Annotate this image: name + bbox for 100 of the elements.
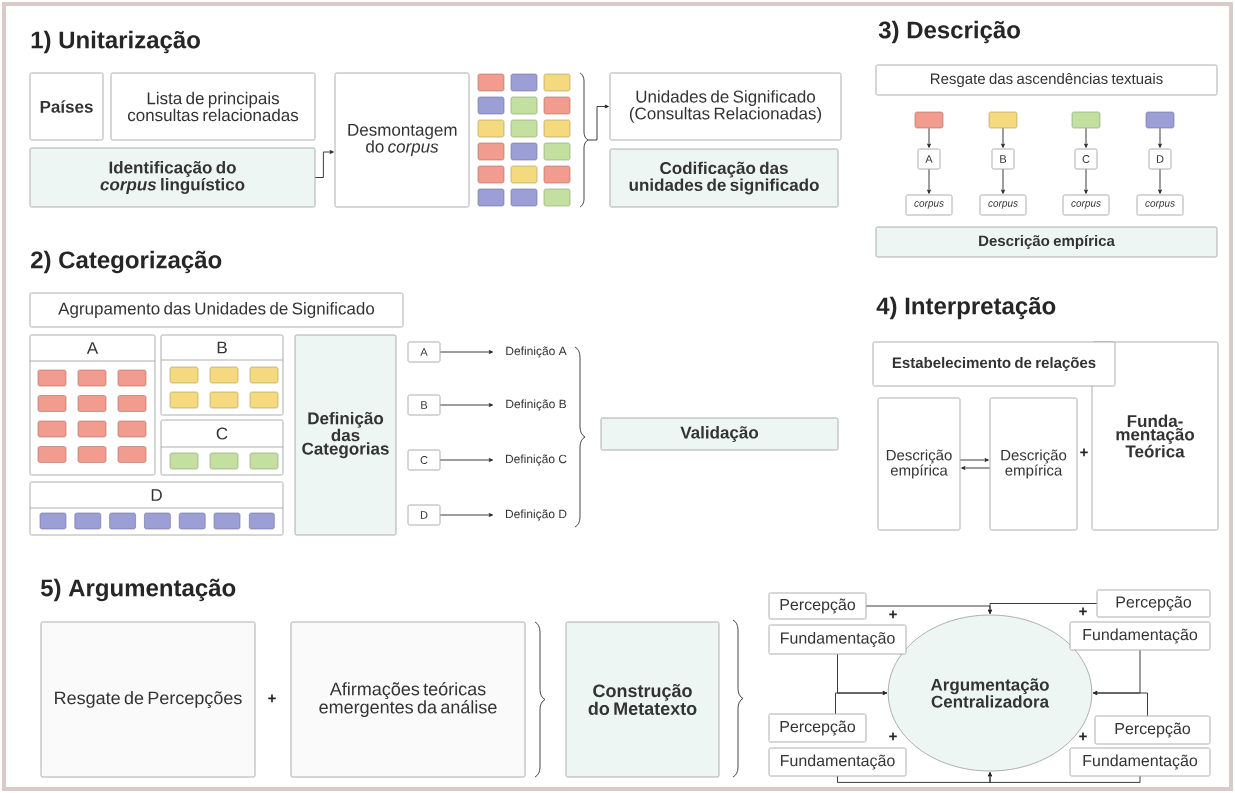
color-note: [37, 420, 67, 438]
arrow: [1084, 168, 1088, 194]
arrow: [1001, 127, 1005, 148]
plus-sign: +: [268, 694, 276, 703]
color-note: [543, 73, 571, 92]
highlight-box: Identificação do corpus linguístico: [29, 147, 316, 208]
definition-text: Definição D: [506, 509, 567, 521]
text-box: Percepção: [1096, 589, 1211, 618]
color-note: [77, 446, 107, 463]
text-box: Unidades de Significado (Consultas Relacionadas): [609, 72, 842, 141]
color-note: [117, 420, 147, 438]
section-title: 4) Interpretação: [876, 296, 1056, 320]
arrow: [927, 127, 931, 148]
arrow: [988, 772, 1141, 783]
text-box: Percepção: [1094, 715, 1211, 745]
color-note: [77, 420, 107, 438]
color-note: [37, 446, 67, 463]
letter-box: B: [407, 394, 441, 416]
arrow: [927, 168, 931, 194]
color-note: [510, 142, 538, 161]
definition-text: Definição B: [506, 399, 567, 411]
corpus-box: corpus: [1062, 194, 1110, 216]
text-box: Resgate das ascendências textuais: [875, 64, 1218, 96]
text-box: Lista de principais consultas relacionadas: [110, 72, 316, 141]
color-note: [209, 452, 239, 470]
color-note: [477, 73, 505, 92]
color-note: [213, 512, 241, 530]
color-note: [169, 452, 199, 470]
color-note: [169, 391, 199, 409]
arrow: [1092, 691, 1148, 717]
color-note: [510, 188, 538, 207]
color-note: [510, 73, 538, 92]
color-note: [988, 111, 1018, 129]
color-note: [510, 119, 538, 138]
text-box: Percepção: [768, 592, 867, 620]
color-note: [543, 119, 571, 138]
highlight-box: Construção do Metatexto: [565, 621, 720, 778]
letter-box: B: [991, 148, 1015, 170]
arrow: [988, 603, 1098, 614]
arrow: [835, 691, 888, 715]
letter-box: C: [407, 449, 441, 471]
color-note: [477, 119, 505, 138]
color-note: [169, 366, 199, 384]
text-box: Fundamentação: [1069, 747, 1211, 777]
text-box: Fundamentação: [1069, 621, 1211, 651]
text-box: Países: [29, 72, 104, 141]
arrow: [961, 466, 991, 470]
color-note: [477, 96, 505, 115]
letter-box: C: [1074, 148, 1098, 170]
arrow: [1084, 127, 1088, 148]
color-note: [117, 446, 147, 463]
plus-sign: +: [1080, 448, 1088, 457]
arrow: [1001, 168, 1005, 194]
category-group: B: [160, 334, 284, 416]
arrow: [314, 150, 334, 178]
color-note: [117, 395, 147, 412]
corpus-box: corpus: [979, 194, 1027, 216]
category-group: A: [29, 334, 156, 476]
letter-box: A: [407, 341, 441, 363]
color-note: [543, 165, 571, 184]
text-box: Resgate de Percepções: [40, 621, 256, 778]
color-note: [249, 366, 279, 384]
arrow: [439, 403, 494, 407]
section-title: 1) Unitarização: [31, 30, 200, 54]
plus-sign: +: [889, 732, 897, 741]
color-note: [117, 369, 147, 387]
text-box: Descrição empírica: [989, 397, 1078, 531]
letter-box: D: [1148, 148, 1172, 170]
color-note: [209, 391, 239, 409]
color-note: [39, 512, 67, 530]
corpus-box: corpus: [905, 194, 953, 216]
highlight-box: Codificação das unidades de significado: [609, 148, 839, 208]
highlight-box: Definição das Categorias: [294, 334, 397, 536]
arrow: [439, 350, 494, 354]
text-box: Afirmações teóricas emergentes da análise: [290, 621, 526, 778]
arrow: [1158, 168, 1162, 194]
color-note: [37, 369, 67, 387]
text-box: Agrupamento das Unidades de Significado: [29, 292, 404, 328]
arrow: [439, 458, 494, 462]
section-title: 3) Descrição: [878, 20, 1020, 44]
color-note: [178, 512, 206, 530]
arrow: [439, 513, 494, 517]
color-note: [77, 369, 107, 387]
category-group: C: [160, 419, 284, 476]
category-group: D: [29, 481, 284, 536]
color-note: [109, 512, 136, 530]
color-note: [249, 391, 279, 409]
color-note: [144, 512, 171, 530]
text-box: Estabelecimento de relações: [872, 341, 1116, 387]
definition-text: Definição C: [506, 454, 567, 466]
plus-sign: +: [1079, 607, 1087, 616]
color-note: [209, 366, 239, 384]
color-note: [510, 96, 538, 115]
highlight-box: Descrição empírica: [875, 226, 1218, 258]
color-note: [249, 452, 279, 470]
arrow: [1158, 127, 1162, 148]
arrow: [959, 458, 989, 462]
text-box: Descrição empírica: [877, 397, 961, 531]
plus-sign: +: [1079, 732, 1087, 741]
section-title: 2) Categorização: [31, 250, 222, 274]
